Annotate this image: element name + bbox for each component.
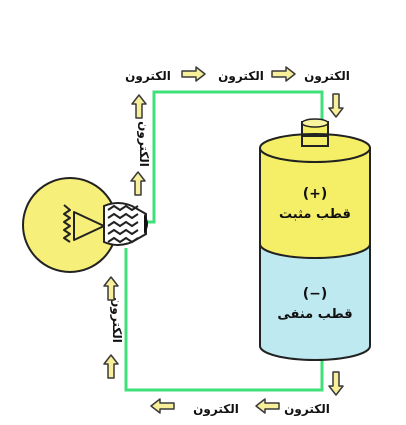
negative-pole-label: قطب منفی — [277, 307, 352, 322]
arrow-up-icon — [103, 354, 119, 379]
battery-top-cap — [259, 133, 371, 163]
wire-top — [146, 90, 324, 224]
electron-label-top-1: الكترون — [125, 69, 171, 84]
arrow-down-icon — [328, 371, 344, 396]
arrow-up-icon — [130, 171, 146, 196]
arrow-down-icon — [328, 93, 344, 118]
bulb-screw-base — [103, 202, 148, 246]
bulb-filament — [63, 204, 105, 243]
electron-label-left-bottom: الكترون — [109, 297, 124, 343]
positive-pole-sign: (+) — [303, 186, 328, 202]
electron-label-top-2: الكترون — [218, 69, 264, 84]
light-bulb — [22, 177, 148, 273]
electron-labels: الكترون الكترون الكترون الكترون الكترون … — [109, 69, 350, 417]
electron-label-bottom-1: الكترون — [193, 402, 239, 417]
arrow-left-icon — [255, 398, 280, 414]
positive-pole-label: قطب مثبت — [279, 207, 351, 222]
wire-bottom — [124, 248, 324, 392]
negative-pole-sign: (−) — [303, 286, 328, 302]
battery-negative-section — [259, 243, 371, 361]
arrow-right-icon — [271, 66, 296, 82]
arrow-left-icon — [150, 398, 175, 414]
arrow-up-icon — [131, 94, 147, 119]
battery: (+) قطب مثبت (−) قطب منفی — [259, 118, 371, 361]
electron-label-bottom-2: الكترون — [284, 402, 330, 417]
battery-positive-section — [259, 147, 371, 259]
arrow-up-icon — [103, 276, 119, 301]
electron-label-top-3: الكترون — [304, 69, 350, 84]
arrow-right-icon — [181, 66, 206, 82]
electron-arrows — [103, 66, 344, 414]
electron-label-left-top: الكترون — [136, 121, 151, 167]
wires — [124, 90, 324, 392]
